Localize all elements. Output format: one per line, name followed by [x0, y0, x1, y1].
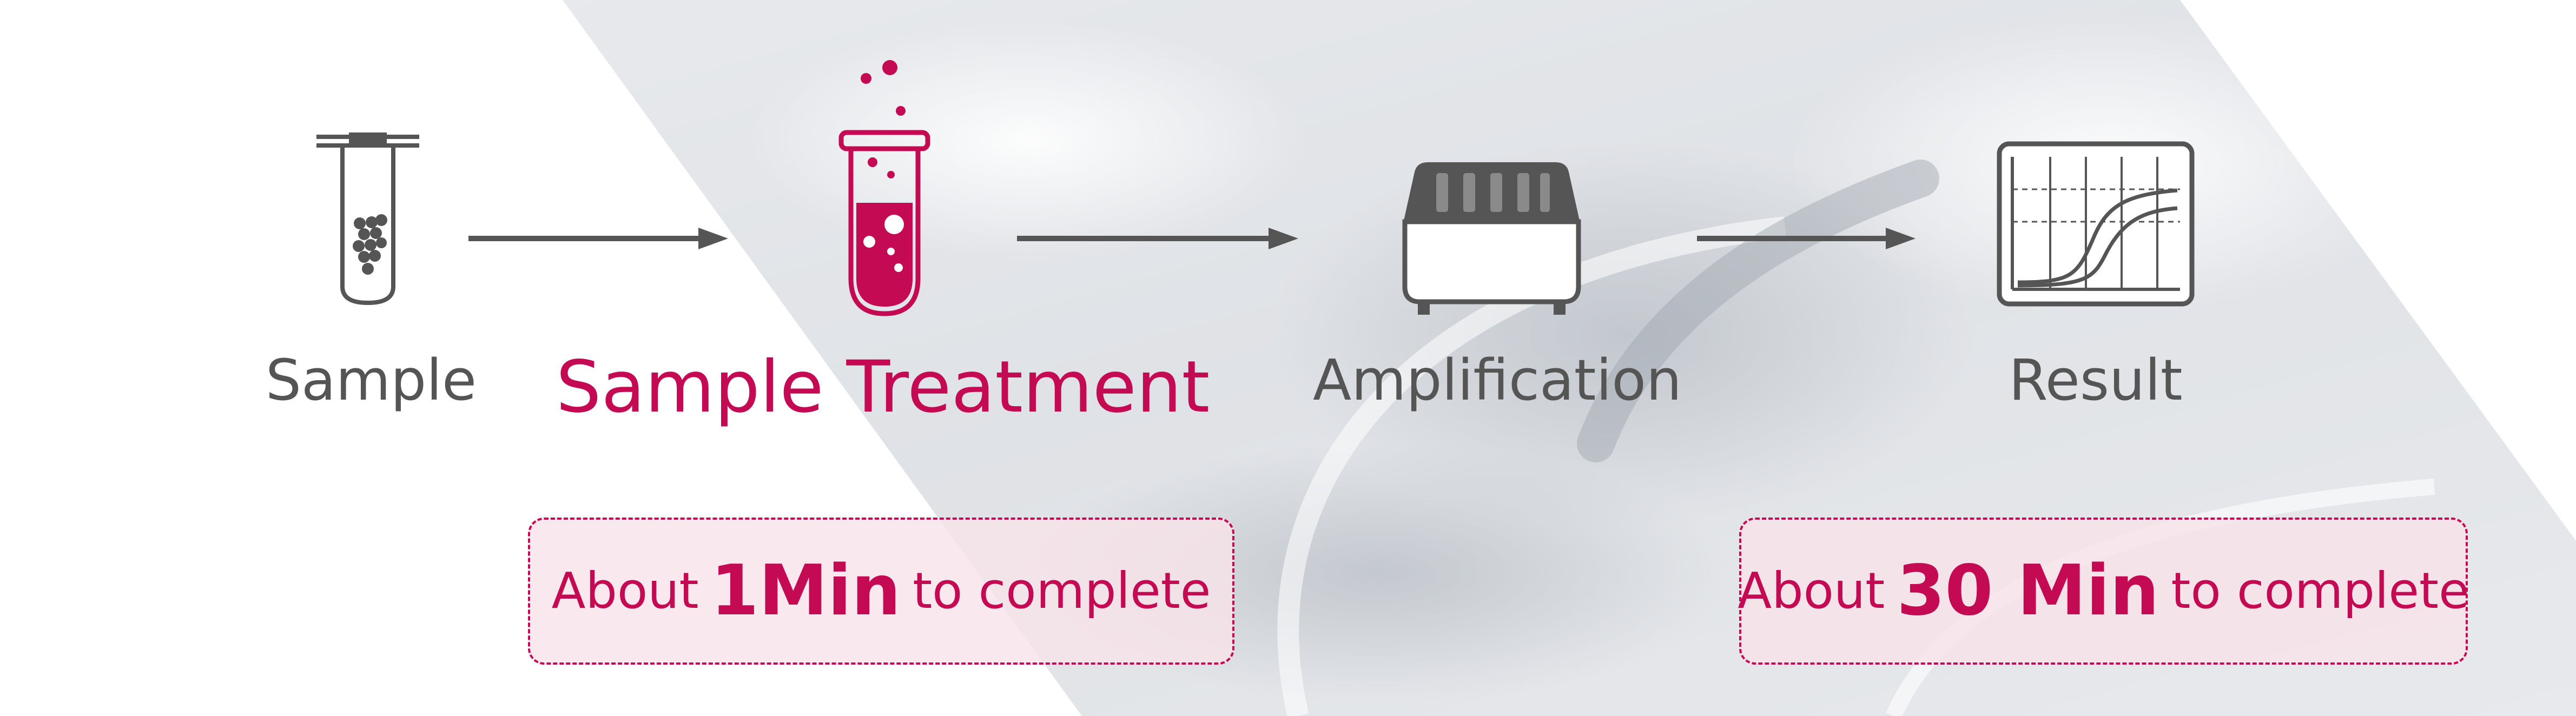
- badge-suffix: to complete: [913, 562, 1211, 620]
- step-label-sample-treatment: Sample Treatment: [556, 346, 1210, 429]
- step-label-amplification: Amplification: [1313, 347, 1682, 413]
- badge-prefix: About: [551, 562, 699, 620]
- badge-prefix: About: [1738, 562, 1885, 620]
- treatment-tube-icon: [838, 60, 930, 316]
- arrow-right-icon: [1017, 228, 1298, 249]
- arrow-right-icon: [468, 228, 728, 249]
- result-graph-icon: [1997, 141, 2195, 307]
- badge-duration: 1Min: [710, 551, 901, 631]
- badge-duration: 30 Min: [1897, 551, 2159, 631]
- sample-tube-icon: [316, 132, 419, 306]
- amplifier-device-icon: [1402, 162, 1581, 315]
- arrow-right-icon: [1697, 228, 1916, 249]
- badge-suffix: to complete: [2171, 562, 2469, 620]
- step-label-result: Result: [2009, 347, 2183, 413]
- duration-badge-amplification: About 30 Min to complete: [1738, 518, 2469, 665]
- step-label-sample: Sample: [266, 347, 477, 413]
- duration-badge-treatment: About 1Min to complete: [528, 518, 1234, 665]
